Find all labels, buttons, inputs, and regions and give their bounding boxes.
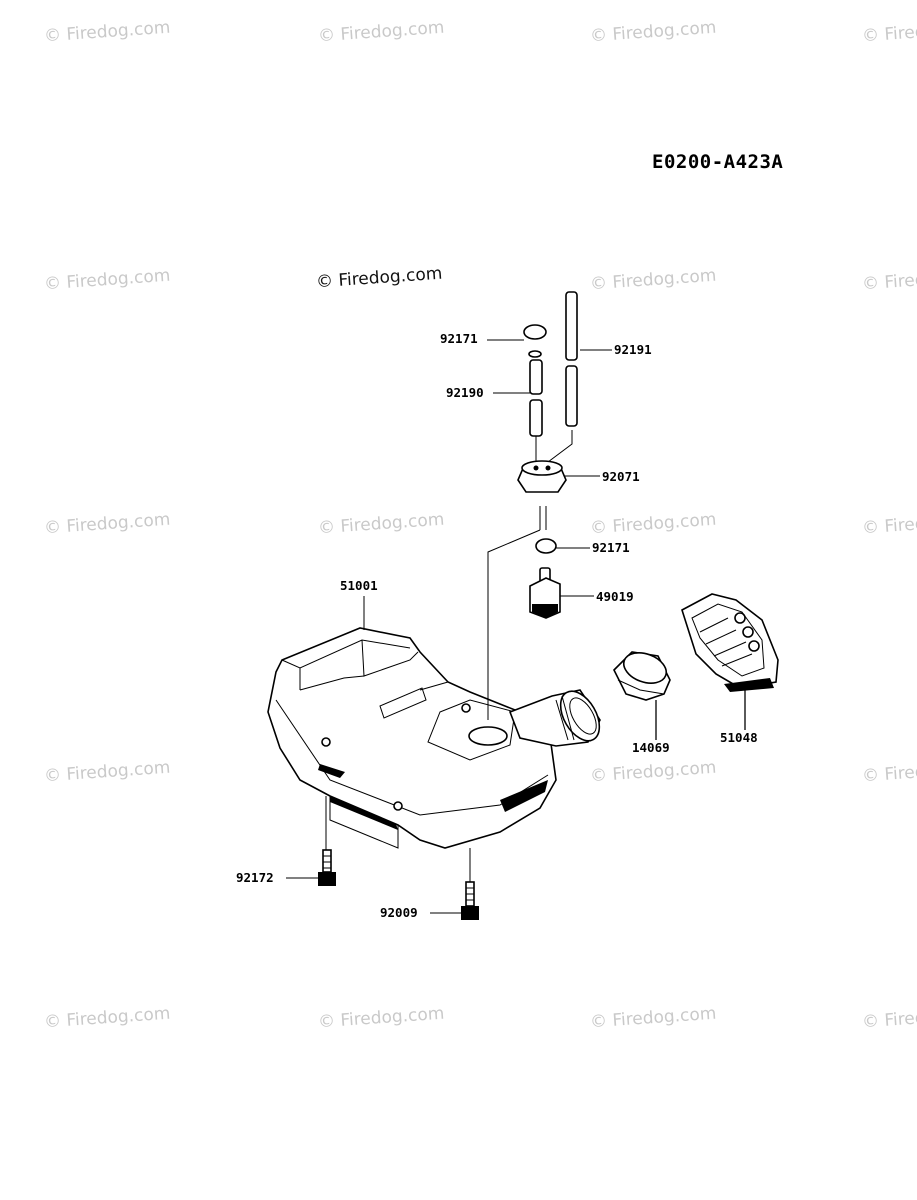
part-label: 92071 <box>602 469 640 484</box>
part-label: 92171 <box>440 331 478 346</box>
part-label: 92172 <box>236 870 274 885</box>
part-label: 92009 <box>380 905 418 920</box>
bolts-drawing <box>318 849 479 920</box>
part-label: 14069 <box>632 740 670 755</box>
part-label: 51048 <box>720 730 758 745</box>
part-label: 92191 <box>614 342 652 357</box>
fuel-tank-drawing <box>267 627 601 849</box>
grommet-drawing <box>517 460 567 530</box>
cover-drawing <box>681 593 779 730</box>
part-label: 92171 <box>592 540 630 555</box>
filter-drawing <box>529 538 561 619</box>
leader-lines <box>286 339 612 914</box>
cap-drawing <box>613 651 671 740</box>
part-label: 49019 <box>596 589 634 604</box>
part-label: 92190 <box>446 385 484 400</box>
diagram-code: E0200-A423A <box>652 151 784 173</box>
hoses-drawing <box>523 291 578 463</box>
part-label: 51001 <box>340 578 378 593</box>
